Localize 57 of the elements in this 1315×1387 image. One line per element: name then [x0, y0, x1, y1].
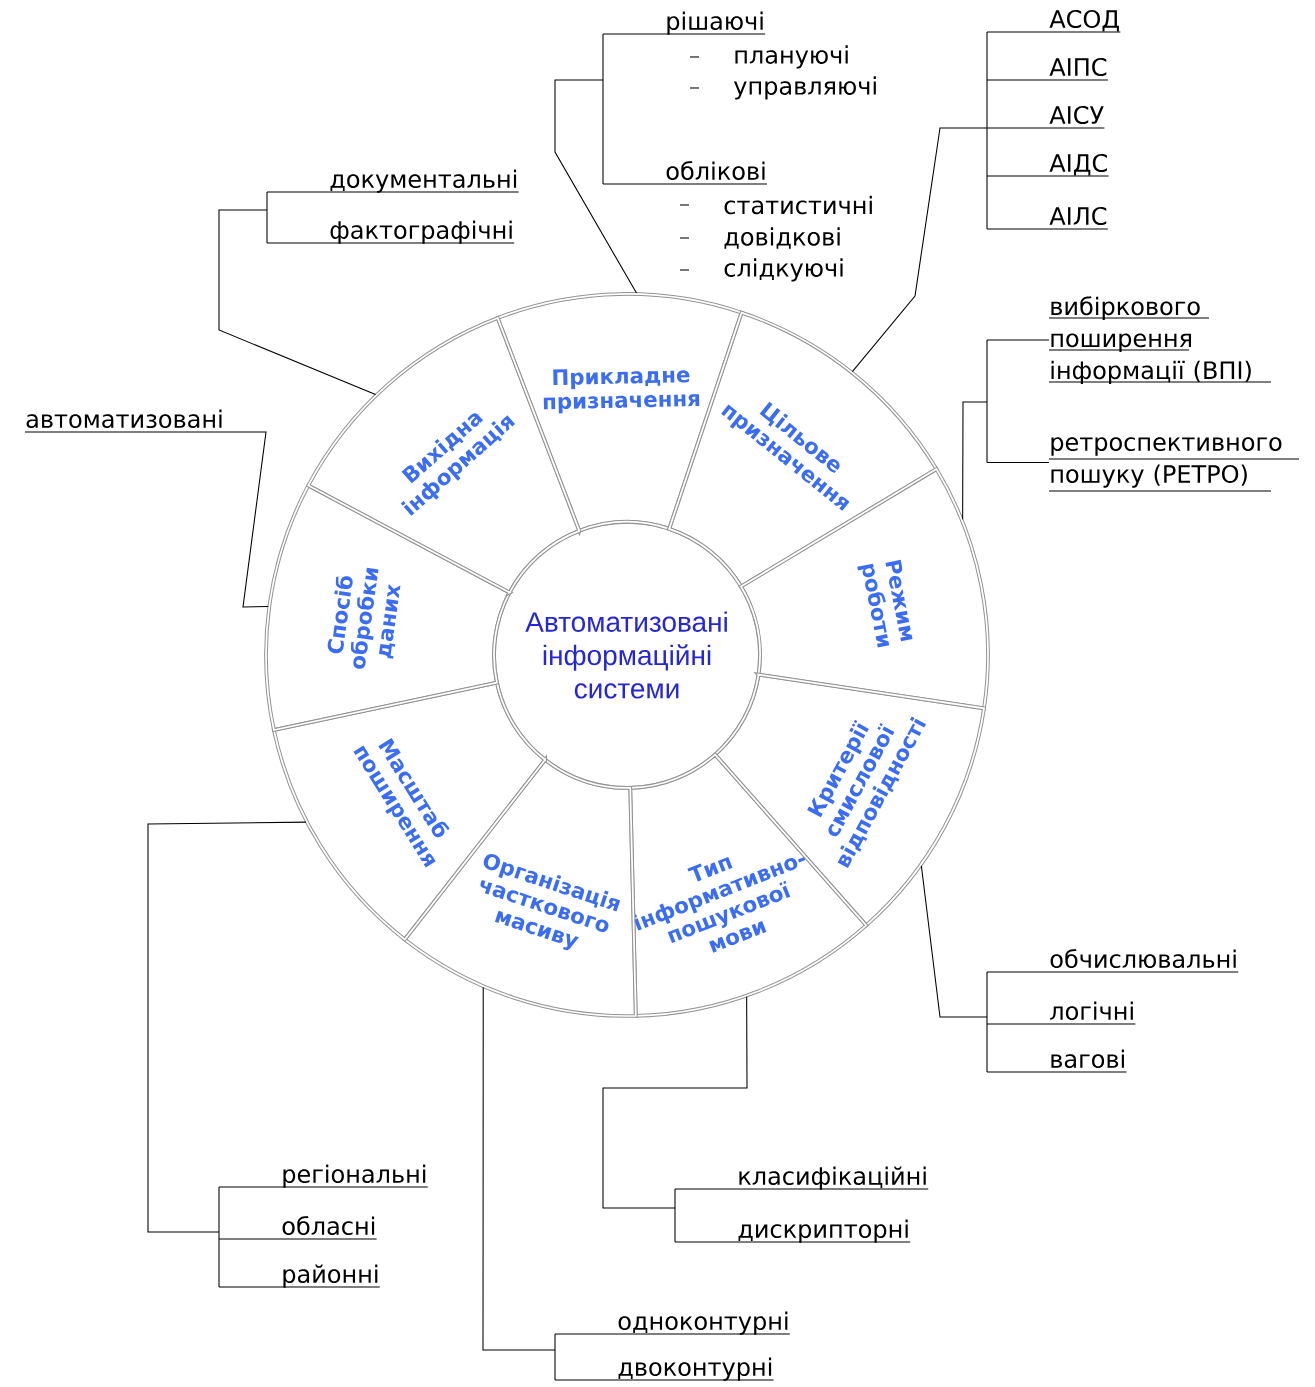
- connector-line: [266, 242, 330, 244]
- category-label: АСОД: [1048, 9, 1121, 33]
- category-label: АІПС: [1048, 57, 1109, 81]
- category-label: документальні: [328, 169, 520, 193]
- category-label: двоконтурні: [616, 1357, 775, 1381]
- connector-line: [962, 339, 988, 520]
- connector-line: [986, 1071, 1050, 1073]
- connector-line: [602, 996, 748, 1243]
- category-label: рішаючі: [664, 11, 766, 35]
- category-label: дискрипторні: [736, 1219, 911, 1243]
- connector-line: [482, 986, 556, 1381]
- connector-line: [674, 1188, 738, 1190]
- connector-line: [986, 79, 1050, 81]
- connector-line: [986, 31, 1050, 33]
- connector-line: [851, 31, 988, 373]
- connector-line: [223, 431, 269, 608]
- connector-line: [602, 183, 666, 185]
- list-item: статистичні: [679, 195, 872, 215]
- category-label: АІДС: [1048, 153, 1110, 177]
- connector-line: [986, 461, 1050, 463]
- list-item: управляючі: [689, 76, 876, 100]
- connector-line: [554, 33, 637, 294]
- connector-line: [266, 191, 330, 193]
- connector-line: [218, 1186, 282, 1188]
- connector-line: [218, 191, 377, 396]
- connector-line: [986, 1023, 1050, 1025]
- category-label: АІЛС: [1048, 206, 1109, 230]
- list-item: слідкуючі: [679, 258, 843, 282]
- connector-line: [986, 175, 1050, 177]
- connector-line: [218, 1286, 282, 1288]
- connector-line: [986, 339, 1050, 341]
- category-label: районні: [280, 1264, 381, 1288]
- category-label: фактографічні: [328, 220, 515, 244]
- category-label: обласні: [280, 1216, 378, 1240]
- category-label: вибіркового поширення інформації (ВПІ): [1048, 296, 1272, 384]
- category-label: класифікаційні: [736, 1166, 929, 1190]
- connector-line: [986, 127, 1050, 129]
- connector-line: [986, 971, 1050, 973]
- category-label: одноконтурні: [616, 1311, 791, 1335]
- connector-line: [986, 228, 1050, 230]
- category-label: автоматизовані: [24, 409, 225, 433]
- category-label: АІСУ: [1048, 105, 1105, 129]
- category-label: обчислювальні: [1048, 949, 1239, 973]
- connector-line: [674, 1241, 738, 1243]
- list-item: довідкові: [679, 227, 840, 249]
- category-label: ретроспективного пошуку (РЕТРО): [1048, 437, 1300, 492]
- connector-line: [554, 1333, 618, 1335]
- connector-line: [218, 1238, 282, 1240]
- category-label: вагові: [1048, 1049, 1128, 1073]
- category-label: регіональні: [280, 1164, 429, 1188]
- category-label: облікові: [664, 161, 768, 185]
- connector-line: [920, 865, 988, 1073]
- connector-line: [147, 821, 307, 1288]
- category-label: логічні: [1048, 1001, 1136, 1025]
- connector-line: [602, 33, 666, 35]
- connector-line: [554, 1379, 618, 1381]
- list-item: плануючі: [689, 45, 848, 69]
